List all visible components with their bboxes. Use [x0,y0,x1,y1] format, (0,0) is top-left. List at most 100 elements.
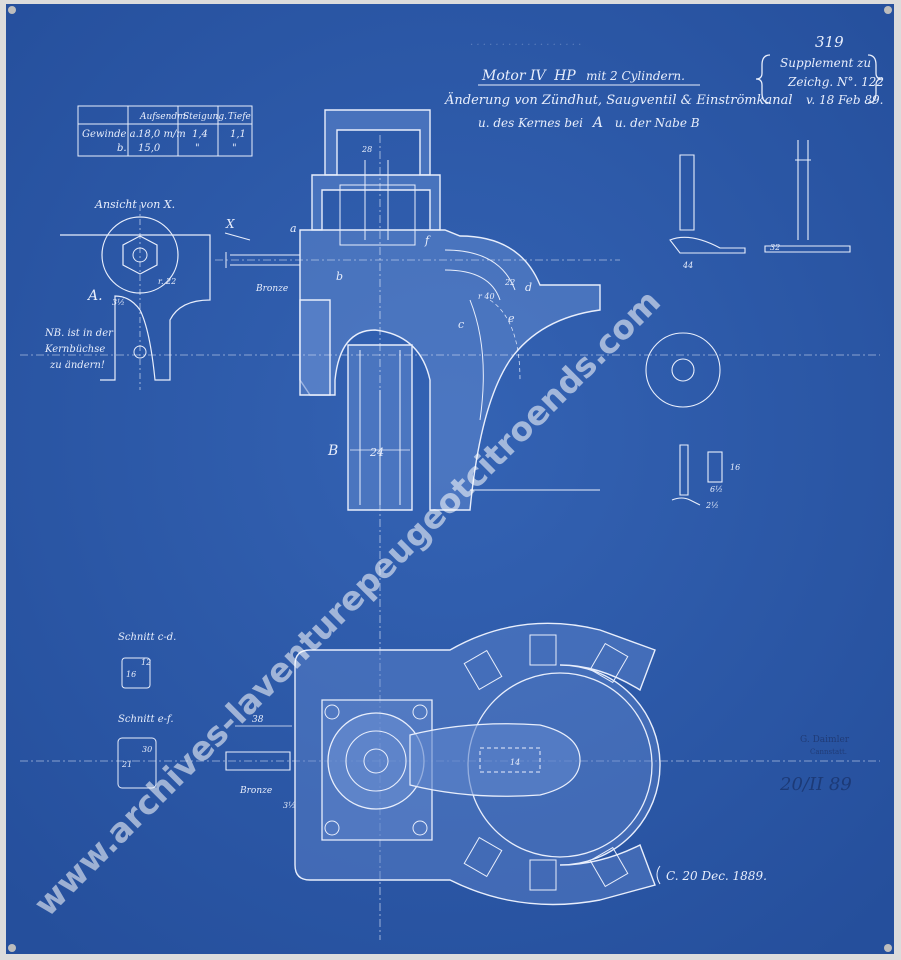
plan-bolt-3 [324,820,340,836]
supplement-brace-right [867,54,883,104]
ansicht-note-2: Kernbüchse [44,344,105,355]
title-cylinders: mit 2 Cylindern. [586,69,685,83]
thread-header-3: Tiefe [228,112,251,122]
connecting-arm [409,723,581,797]
section-cd-shape [121,657,151,689]
label-B: B [327,443,338,459]
plan-view [225,622,661,906]
label-b: b [336,270,343,283]
section-cd-title: Schnitt c-d. [118,632,176,643]
stamp-line1: G. Daimler [800,735,850,745]
ansicht-note-1: NB. ist in der [44,328,114,339]
ansicht-hex-nut [122,235,158,275]
section-cd-dim1: 16 [126,670,136,679]
right-dim-2half: 2½ [705,501,719,510]
right-dim-44: 44 [682,261,693,270]
thread-row1-diameter: 18,0 m/m [138,129,186,140]
cylinder-head-section [299,109,601,511]
view-from-x: Ansicht von X. r. 22 A. 3½ NB. ist in de… [44,198,211,390]
section-ef-dim1: 21 [121,760,132,769]
dim-3half: 3½ [283,801,296,810]
detail-block [707,451,723,483]
ansicht-outline [60,234,211,381]
label-e: e [508,312,515,325]
detail-pin-side [795,140,811,240]
section-cd-dim2: 12 [141,658,151,667]
dim-24: 24 [369,446,384,459]
supplement-brace-left [755,54,771,104]
ansicht-title: Ansicht von X. [94,198,175,211]
stamp-line2: Cannstatt. [810,748,847,756]
head-block [299,229,601,511]
title-line3-b: u. der Nabe B [615,116,700,130]
label-x: X [225,217,235,231]
section-ef-title: Schnitt e-f. [118,714,174,725]
plan-bolt-1 [324,704,340,720]
bronze-label-2: Bronze [239,786,272,796]
plan-bolt-4 [412,820,428,836]
detail-split-pin [679,444,689,496]
label-f: f [424,234,431,247]
arrow-x [224,232,251,241]
dim-38: 38 [252,715,264,725]
pin-hole-3 [8,944,16,952]
thread-header-2: Steigung. [183,112,227,122]
detail-disc-outer [645,332,721,408]
daimler-stamp: G. Daimler Cannstatt. 20/II 89 [779,735,852,795]
right-dim-6half: 6½ [710,485,723,494]
ansicht-label-a: A. [86,288,103,304]
plan-boss-mid [345,730,407,792]
supplement-line1: Supplement zu [780,56,871,70]
thread-row1-pitch: 1,4 [192,129,208,140]
title-line3-a: u. des Kernes bei [478,116,583,130]
thread-table [77,105,253,157]
dim-28: 28 [361,145,372,154]
thread-row2-depth: " [232,143,237,154]
thread-row2-diameter: 15,0 [138,143,161,154]
faded-note: · · · · · · · · · · · · · · · · · · [470,40,581,51]
section-views: Schnitt c-d. 16 12 Schnitt e-f. 21 30 [117,632,176,789]
sheet-number: 319 [815,33,844,51]
right-dim-32: 32 [770,243,780,252]
plan-boss-inner [363,748,389,774]
right-dim-16: 16 [730,463,740,472]
thread-row1-depth: 1,1 [230,129,246,140]
label-d: d [525,281,532,294]
detail-disc-inner [671,358,695,382]
title-line2: Änderung von Zündhut, Saugventil & Einst… [444,91,793,108]
drawing-date: C. 20 Dec. 1889. [666,869,767,883]
arm-slot [479,747,541,773]
detail-cotter [671,497,701,506]
title-line1: Motor IV HP mit 2 Cylindern. [481,68,685,84]
dim-14: 14 [510,758,520,767]
right-details [645,140,851,506]
supplement-line3: v. 18 Feb 89. [806,93,883,107]
title-motor: Motor IV [481,68,547,84]
pin-hole-4 [884,944,892,952]
dim-22: 22 [504,278,515,287]
title-hp: HP [553,68,576,84]
title-line3: u. des Kernes bei A u. der Nabe B [478,115,700,131]
thread-row1-label: Gewinde a. [82,129,139,140]
bronze-label-1: Bronze [255,284,288,294]
thread-row2-pitch: " [195,143,200,154]
dim-r40: r 40 [478,292,495,301]
pin-hole-1 [8,6,16,14]
ansicht-dim-3: 3½ [112,298,125,307]
stamp-handwritten: 20/II 89 [779,774,852,795]
title-line3-A: A [591,115,603,131]
detail-key-plate [669,236,746,254]
detail-pin-plate [764,245,851,253]
ansicht-note-3: zu ändern! [49,360,105,371]
plan-bolt-2 [412,704,428,720]
section-ef-shape [117,737,157,789]
thread-header-1: Aufsendm. [139,112,189,122]
supplement-line2: Zeichg. N°. 122 [787,75,884,89]
section-ef-dim2: 30 [142,745,152,754]
title-block: 319 Supplement zu Zeichg. N°. 122 v. 18 … [444,33,884,131]
label-a: a [290,222,297,235]
detail-key-front [679,154,695,231]
flywheel-spokes [463,634,629,891]
label-c: c [458,318,464,331]
